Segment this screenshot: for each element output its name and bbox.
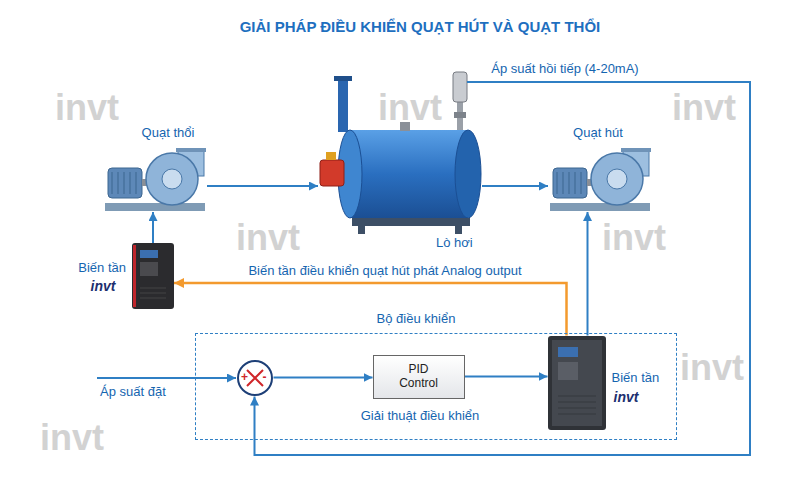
inverter-drawing	[548, 336, 606, 430]
inverter-vents	[558, 396, 596, 414]
node-label: Bộ điều khiển	[377, 312, 456, 327]
boiler-frame	[352, 218, 470, 226]
pressure-sensor	[453, 72, 467, 102]
inverter-body	[548, 336, 606, 430]
watermark: invt	[602, 220, 666, 256]
inverter-screen	[558, 347, 578, 357]
boiler-leg	[455, 226, 462, 234]
signal-label: Giải thuật điều khiển	[361, 409, 480, 424]
sensor-wire	[467, 81, 482, 83]
burner	[320, 160, 344, 186]
inverter-keypad	[558, 362, 578, 380]
junction-cross	[247, 370, 263, 386]
blower-fan: Quạt thổi	[103, 148, 207, 212]
boiler-drawing	[320, 72, 482, 234]
junction-circle	[238, 361, 272, 395]
inverter-vents	[140, 288, 166, 298]
boiler-end	[455, 130, 481, 218]
boiler-leg	[358, 226, 365, 234]
connector	[174, 283, 567, 336]
node-label: Biến tần	[612, 371, 660, 386]
pid-block: PID Control	[373, 355, 465, 399]
connector	[207, 185, 318, 187]
boiler-stack	[338, 78, 348, 132]
node-label: Biến tần	[78, 261, 126, 276]
watermark: invt	[55, 90, 119, 126]
edge-label: Biến tần điều khiển quạt hút phát Analog…	[246, 264, 523, 279]
brand-logo: invt	[614, 389, 639, 405]
connector	[482, 185, 548, 187]
watermark: invt	[40, 420, 104, 456]
watermark: invt	[672, 90, 736, 126]
title: GIẢI PHÁP ĐIỀU KHIỂN QUẠT HÚT VÀ QUẠT TH…	[45, 18, 795, 35]
setpoint-arrow	[97, 377, 236, 379]
node-label: +	[239, 371, 251, 383]
edge-group	[153, 82, 750, 455]
watermark: invt	[680, 350, 744, 386]
inverter-body	[132, 243, 174, 309]
node-label: -	[259, 371, 271, 383]
inverter-screen	[140, 250, 158, 258]
summing-junction: +-	[236, 359, 274, 397]
inverter-drawing	[132, 243, 174, 309]
inverter-panel	[552, 340, 602, 426]
inverter-stripe	[133, 245, 136, 307]
stack-cap	[334, 76, 352, 81]
inverter-keypad	[140, 262, 158, 276]
node-label: PID Control	[394, 363, 444, 391]
connector	[152, 212, 154, 243]
burner-top	[326, 152, 336, 160]
connector	[465, 376, 548, 378]
brand-logo: invt	[91, 278, 116, 294]
inverter: Biến tầninvt	[548, 336, 606, 430]
boiler-drum	[350, 130, 468, 218]
inverter: Biến tầninvt	[132, 243, 174, 309]
node-label: Quạt thổi	[142, 126, 195, 141]
connector	[274, 377, 373, 379]
node-label: Quạt hút	[573, 126, 623, 141]
sensor-nut	[454, 112, 466, 118]
node-label: Lò hơi	[436, 236, 473, 251]
controller-group: Bộ điều khiển+-PID ControlBiến tầninvt	[195, 333, 677, 440]
watermark: invt	[236, 220, 300, 256]
connector	[587, 212, 589, 336]
blower-fan-drawing	[105, 148, 206, 211]
signal-label: Áp suất đặt	[100, 385, 166, 400]
watermark: invt	[378, 90, 442, 126]
edge-label: Áp suất hồi tiếp (4-20mA)	[489, 62, 640, 77]
exhaust-fan: Quạt hút	[548, 148, 652, 212]
exhaust-fan-drawing	[550, 148, 651, 211]
